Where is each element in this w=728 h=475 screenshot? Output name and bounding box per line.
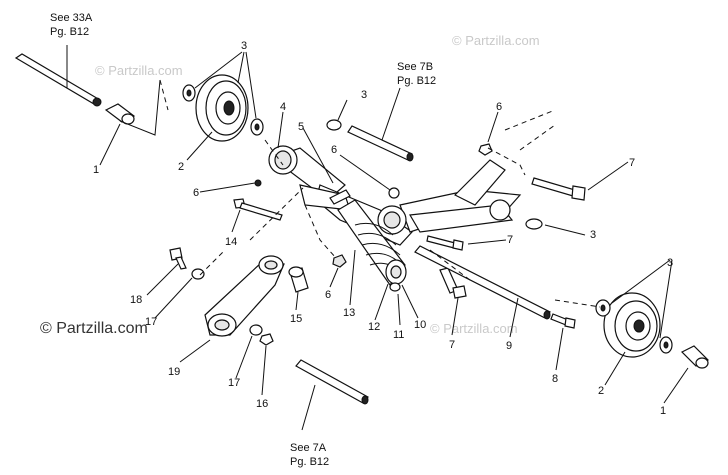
washer-17-upper — [191, 268, 205, 280]
watermark-top-right: © Partzilla.com — [452, 33, 540, 48]
label-part-9: 9 — [506, 340, 512, 352]
watermark-main: © Partzilla.com — [40, 320, 148, 337]
shock-spring-assembly — [337, 199, 407, 292]
ref-33a-line2: Pg. B12 — [50, 26, 89, 38]
bolt-7-lower — [439, 267, 467, 299]
label-part-13: 13 — [343, 307, 355, 319]
label-part-16: 16 — [256, 398, 268, 410]
bolt-7-mid — [426, 235, 464, 251]
label-part-2-lower: 2 — [598, 385, 604, 397]
label-part-17-upper: 17 — [145, 316, 157, 328]
link-arm-19 — [204, 255, 285, 337]
label-part-6-upper-right: 6 — [496, 101, 502, 113]
label-part-14: 14 — [225, 236, 237, 248]
part-labels: 1 1 2 2 3 3 3 3 4 5 6 6 6 6 7 7 7 8 9 10… — [93, 40, 673, 417]
nut-6-center — [388, 187, 400, 199]
label-part-2-upper: 2 — [178, 161, 184, 173]
spacer-upper — [104, 103, 136, 125]
washer-3-mid — [326, 119, 342, 131]
bracket-line-upper — [119, 79, 161, 136]
ref-7b-line2: Pg. B12 — [397, 75, 436, 87]
label-part-10: 10 — [414, 319, 426, 331]
label-part-15: 15 — [290, 313, 302, 325]
label-part-12: 12 — [368, 321, 380, 333]
shaft-7b — [347, 125, 414, 162]
bolt-8 — [550, 313, 576, 329]
ref-33a-line1: See 33A — [50, 12, 93, 24]
leader-lines — [66, 45, 689, 431]
nut-6-left — [254, 179, 262, 187]
main-swing-arm — [268, 145, 522, 246]
label-part-6-center: 6 — [331, 144, 337, 156]
nut-6-right — [478, 143, 493, 156]
bolt-14 — [233, 198, 283, 221]
axle-shaft-upper — [14, 53, 102, 107]
label-part-6-lower: 6 — [325, 289, 331, 301]
washer-3-right-mid — [525, 218, 543, 230]
label-part-3-upper: 3 — [241, 40, 247, 52]
label-part-1-upper: 1 — [93, 164, 99, 176]
ref-7a-line2: Pg. B12 — [290, 456, 329, 468]
label-part-19: 19 — [168, 366, 180, 378]
bolt-18 — [169, 247, 187, 270]
spacer-lower — [680, 345, 710, 369]
label-part-7-lower: 7 — [449, 339, 455, 351]
label-part-8: 8 — [552, 373, 558, 385]
bolt-7-upper-right — [531, 177, 586, 201]
label-part-5: 5 — [298, 121, 304, 133]
label-part-7-mid: 7 — [507, 234, 513, 246]
bushing-15 — [288, 266, 309, 293]
idler-wheel-upper — [195, 74, 249, 142]
pivot-pin — [329, 189, 351, 205]
ref-7b-line1: See 7B — [397, 61, 433, 73]
label-part-4: 4 — [280, 101, 286, 113]
label-part-6-left: 6 — [193, 187, 199, 199]
label-part-7-upper-right: 7 — [629, 157, 635, 169]
shaft-7a — [295, 359, 369, 405]
washer-17-lower — [249, 324, 263, 336]
label-part-3-mid: 3 — [361, 89, 367, 101]
label-part-11: 11 — [393, 329, 404, 341]
nut-16 — [259, 333, 274, 346]
watermark-top-left: © Partzilla.com — [95, 63, 183, 78]
label-part-3-right: 3 — [590, 229, 596, 241]
label-part-18: 18 — [130, 294, 142, 306]
watermark-bottom-right: © Partzilla.com — [430, 321, 518, 336]
shaft-9 — [414, 245, 551, 320]
label-part-17-lower: 17 — [228, 377, 240, 389]
nut-6-lower — [332, 254, 347, 268]
label-part-1-lower: 1 — [660, 405, 666, 417]
label-part-3-lower: 3 — [667, 257, 673, 269]
reference-notes: See 33A Pg. B12 See 7B Pg. B12 See 7A Pg… — [50, 12, 436, 468]
ref-7a-line1: See 7A — [290, 442, 327, 454]
idler-wheel-lower — [603, 292, 661, 358]
